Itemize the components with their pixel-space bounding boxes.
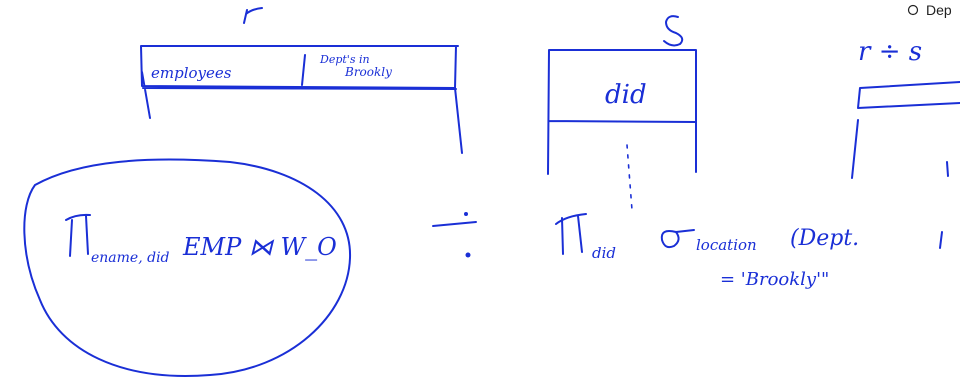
division-result-sketch: r ÷ s	[851, 37, 960, 179]
relation-r-col2-line2: Brookly	[344, 65, 392, 79]
sigma-symbol-icon	[660, 229, 695, 249]
relation-r-label	[243, 7, 263, 24]
left-body: EMP ⋈ W_O	[182, 233, 337, 261]
divide-symbol	[432, 212, 477, 258]
relation-r-sketch: employees Dept's in Brookly	[140, 7, 463, 154]
pi-symbol-icon	[65, 213, 91, 257]
left-pi-subscript: ename, did	[91, 250, 170, 266]
right-pi-subscript: did	[592, 244, 616, 262]
bullet-item: Dep	[907, 2, 952, 18]
divide-icon	[432, 221, 477, 227]
selection-condition: = 'Brookly'"	[720, 269, 829, 290]
relation-r-table	[140, 45, 463, 154]
relation-s-label	[663, 15, 684, 47]
relation-s-col: did	[605, 80, 647, 110]
bracket-mark	[939, 231, 943, 249]
division-result-table	[851, 81, 960, 179]
hollow-bullet-icon	[907, 4, 919, 16]
right-expression: did location (Dept. = 'Brookly'"	[555, 213, 943, 290]
relation-r-col2-line1: Dept's in	[319, 53, 370, 66]
division-result-label: r ÷ s	[858, 37, 922, 67]
left-expression: ename, did EMP ⋈ W_O	[65, 213, 337, 266]
dotted-link	[626, 144, 633, 211]
bullet-text: Dep	[926, 2, 952, 18]
relation-r-col1: employees	[151, 64, 232, 82]
sigma-argument: (Dept.	[790, 226, 859, 251]
pi-symbol-icon-2	[555, 213, 587, 255]
relation-s-sketch: did	[547, 15, 697, 211]
sigma-subscript: location	[696, 236, 757, 254]
circled-subexpression	[23, 158, 352, 377]
relation-s-table	[547, 49, 697, 175]
